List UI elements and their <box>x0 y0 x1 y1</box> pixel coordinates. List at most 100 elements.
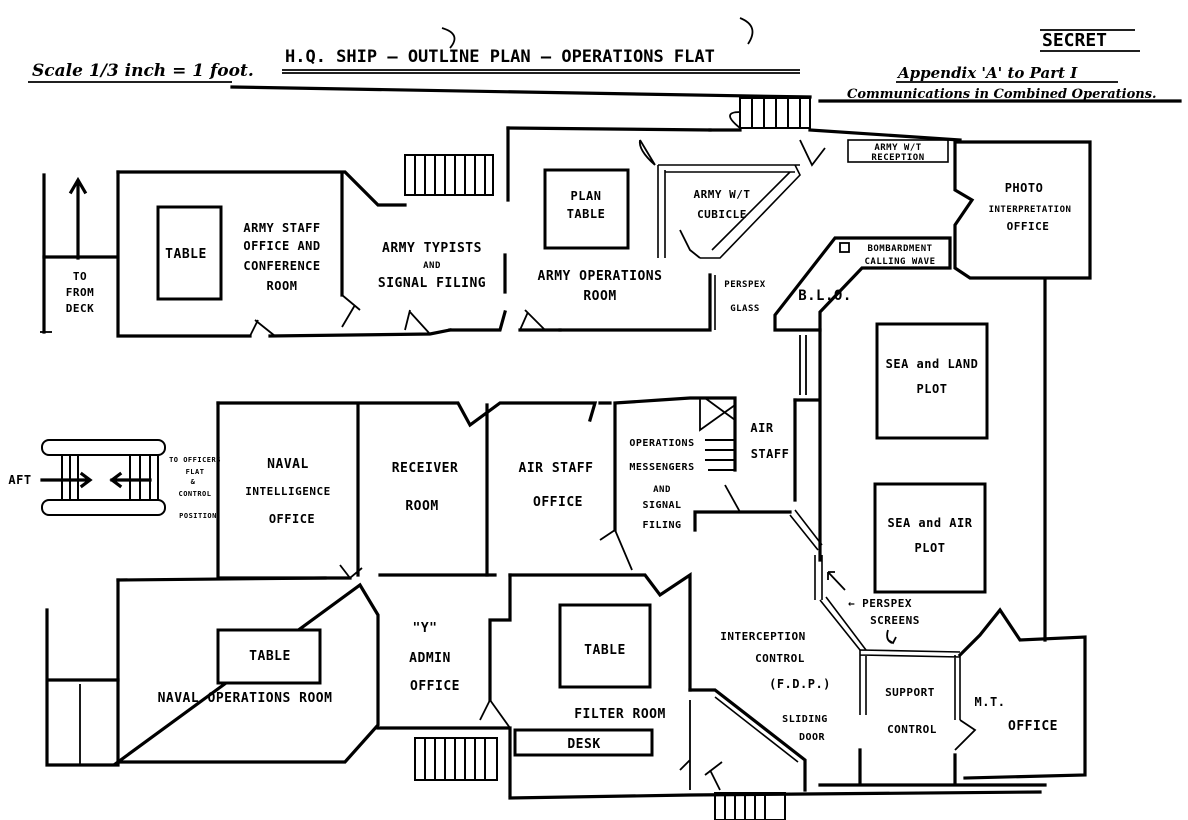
sea-land-plot-label: PLOT <box>917 382 948 396</box>
aft-ladder-treads <box>61 455 159 500</box>
photo-interpretation-office <box>953 140 1092 280</box>
stair-treads <box>705 439 735 471</box>
army-wt-reception <box>847 139 949 163</box>
army-staff-wall-top <box>116 170 407 207</box>
army-staff-table <box>156 205 223 301</box>
y-admin-label: "Y" <box>413 621 438 636</box>
support-control-bottom <box>818 748 1047 787</box>
naval-ops-room <box>113 576 380 764</box>
support-control-walls <box>859 649 961 720</box>
pen-mark <box>441 27 456 49</box>
filter-room-wall-top <box>508 572 692 692</box>
stair-treads <box>414 155 486 195</box>
bottom-rooms <box>45 572 1087 820</box>
bombardment-label: BOMBARDMENT <box>867 244 932 254</box>
top-compartments <box>40 97 1092 338</box>
sliding-door-line <box>688 688 807 792</box>
to-from-deck-label: DECK <box>66 302 95 315</box>
interception-label: (F.D.P.) <box>769 677 831 691</box>
army-ops-wall-bottom <box>448 310 562 332</box>
perspex-screens-label: ← PERSPEX <box>848 597 912 610</box>
up-arrow-icon <box>68 176 88 195</box>
filter-table <box>558 603 652 689</box>
photo-interp-label: PHOTO <box>1005 181 1044 195</box>
support-control-label: CONTROL <box>887 723 937 736</box>
stairway-top-center <box>739 97 811 129</box>
aft-ladder-bottom <box>45 608 120 767</box>
to-officers-flat-label: TO OFFICERS <box>169 456 221 464</box>
naval-ops-label: NAVAL OPERATIONS ROOM <box>158 691 333 706</box>
door-swing <box>519 309 546 331</box>
door-swing <box>729 111 741 129</box>
ops-messengers-label: MESSENGERS <box>629 462 694 473</box>
air-staff-office-label: OFFICE <box>533 495 583 510</box>
ops-messengers-label: OPERATIONS <box>629 438 694 449</box>
interception-label: CONTROL <box>755 652 805 665</box>
sliding-door-label: SLIDING <box>782 714 828 725</box>
army-typists-label: AND <box>423 261 441 271</box>
aft-label: AFT <box>8 473 31 487</box>
sea-land-plot-label: SEA and LAND <box>886 357 979 371</box>
stair-treads <box>424 738 486 780</box>
mt-office-label: OFFICE <box>1008 719 1058 734</box>
passage-wall-top <box>708 128 962 142</box>
ops-messengers-label: FILING <box>642 520 681 531</box>
door-swing <box>679 229 701 259</box>
door-swing <box>339 564 363 580</box>
messengers-wall-top <box>613 396 737 472</box>
door-swing <box>249 319 276 337</box>
sea-air-plot-label: SEA and AIR <box>888 516 973 530</box>
stairway-bottom-center <box>714 792 786 820</box>
army-ops-wall-top <box>506 126 712 132</box>
stair-treads <box>751 98 801 128</box>
army-staff-label: ROOM <box>267 279 298 293</box>
filter-room-label: FILTER ROOM <box>574 707 666 722</box>
appendix-ref: Appendix 'A' to Part I <box>896 64 1078 82</box>
operations-centre <box>789 278 1047 642</box>
middle-rooms <box>40 396 792 580</box>
filter-table-label: TABLE <box>584 643 626 658</box>
naval-intel-label: NAVAL <box>267 457 309 472</box>
to-from-deck-label: FROM <box>66 286 95 299</box>
naval-ops-table <box>216 628 322 685</box>
messengers-wall-bottom <box>693 510 792 532</box>
army-ops-label: ROOM <box>583 289 616 304</box>
army-staff-table-label: TABLE <box>165 247 207 262</box>
perspex-glass-label: PERSPEX <box>724 280 766 290</box>
classification-stamp: SECRET <box>1042 30 1107 51</box>
desk <box>513 728 654 757</box>
annotation-labels: TO FROM DECK AFT TO OFFICERS FLAT & CONT… <box>8 270 221 520</box>
mt-office <box>957 607 1087 780</box>
down-arrow-icon <box>886 629 897 645</box>
door-swing <box>479 699 511 729</box>
plan-title: H.Q. SHIP — OUTLINE PLAN — OPERATIONS FL… <box>285 47 715 67</box>
bombardment-label: CALLING WAVE <box>864 257 935 267</box>
sliding-door-track <box>714 696 799 763</box>
bombardment-box-icon <box>839 242 850 253</box>
door-swing <box>799 139 826 167</box>
army-staff-wall-bottom <box>268 328 452 338</box>
air-staff-label: STAFF <box>751 447 790 461</box>
document-ref: Communications in Combined Operations. <box>847 87 1157 102</box>
sliding-door-label: DOOR <box>799 732 826 743</box>
photo-interp-label: INTERPRETATION <box>989 205 1072 215</box>
filter-room-wall-right <box>679 700 691 790</box>
header: Scale 1/3 inch = 1 foot. H.Q. SHIP — OUT… <box>28 17 1182 103</box>
blo-office <box>773 236 952 332</box>
to-officers-flat-label: CONTROL <box>178 490 211 498</box>
door-swing <box>599 528 633 571</box>
army-wt-reception-label: ARMY W/T <box>874 143 921 153</box>
aft-arrow-icon <box>40 471 93 489</box>
forward-arrow-icon <box>109 471 152 489</box>
stairway-top-left <box>404 154 494 196</box>
arrow-icon <box>827 571 846 591</box>
support-control-label: SUPPORT <box>885 686 935 699</box>
receiver-room-label: RECEIVER <box>392 461 459 476</box>
perspex-screens-label: SCREENS <box>870 614 920 627</box>
blo-label: B.L.O. <box>798 288 852 304</box>
army-staff-wall-left <box>116 170 252 338</box>
to-officers-flat-label: POSITION <box>179 512 217 520</box>
to-officers-flat-label: & <box>191 478 196 486</box>
door-swing <box>954 719 977 751</box>
